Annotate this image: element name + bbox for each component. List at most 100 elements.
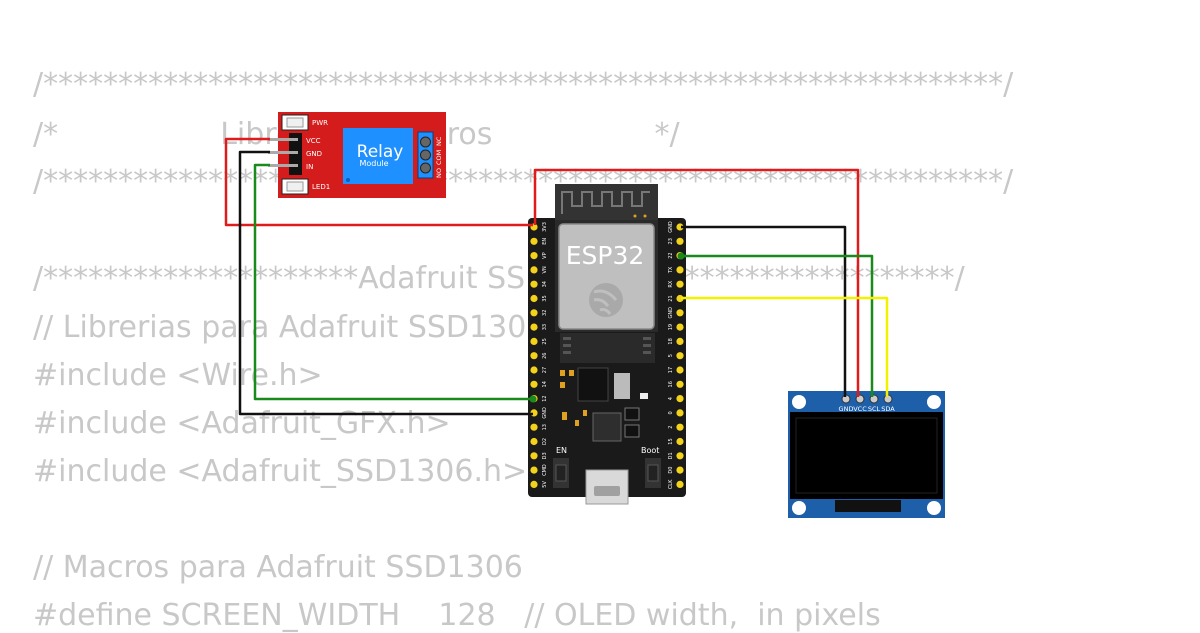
oled-pin-label-sda: SDA: [881, 405, 895, 413]
esp32-pin[interactable]: [676, 266, 684, 274]
relay-title: Relay: [357, 142, 404, 162]
code-line: #include <Wire.h>: [33, 358, 323, 393]
wire-relay-in[interactable]: [253, 163, 533, 401]
esp32-pin-label: 19: [668, 324, 674, 330]
esp32-pin[interactable]: [676, 423, 684, 431]
mount-hole: [927, 395, 941, 409]
esp32-pin[interactable]: [676, 395, 684, 403]
esp32-pin-label: D1: [668, 452, 674, 459]
esp32-pin[interactable]: [530, 452, 538, 460]
esp32-pin-label: TX: [668, 266, 674, 274]
mount-hole: [792, 501, 806, 515]
esp32-pin[interactable]: [676, 280, 684, 288]
esp32-pin-label: EN: [542, 238, 548, 245]
esp32-pin[interactable]: [676, 309, 684, 317]
wire-relay-gnd[interactable]: [238, 150, 533, 416]
wire-oled-vcc[interactable]: [533, 168, 860, 397]
esp32-pin-label: D0: [668, 467, 674, 474]
esp32-pin[interactable]: [676, 323, 684, 331]
esp32-pin[interactable]: [530, 280, 538, 288]
esp32-pin-label: 35: [542, 295, 548, 301]
esp32-pin[interactable]: [530, 252, 538, 260]
esp32-pin[interactable]: [676, 409, 684, 417]
esp32-pin[interactable]: [676, 380, 684, 388]
code-line: #define SCREEN_WIDTH 128 // OLED width, …: [33, 598, 881, 633]
esp32-pin[interactable]: [676, 366, 684, 374]
esp32-pin-label: 13: [542, 424, 548, 430]
esp32-pin[interactable]: [530, 366, 538, 374]
esp32-pin-label: VP: [542, 252, 548, 258]
esp32-pin-label: GND: [668, 307, 674, 319]
esp32-pin[interactable]: [530, 352, 538, 360]
esp32-pin[interactable]: [530, 294, 538, 303]
esp32-pin-label: 15: [668, 438, 674, 444]
esp32-pin-label: 22: [668, 252, 674, 258]
esp32-pin[interactable]: [676, 466, 684, 474]
esp32-pin-label: 2: [668, 426, 674, 429]
esp32-pin[interactable]: [676, 337, 684, 345]
esp32-pin-label: 5: [668, 354, 674, 357]
wire-oled-sda[interactable]: [681, 296, 889, 397]
relay-pin-label-in: IN: [306, 163, 313, 171]
esp32-pin-label: 34: [542, 281, 548, 287]
esp32-pin[interactable]: [676, 223, 684, 231]
oled-pin-label-vcc: VCC: [853, 405, 867, 413]
relay-pin-label-gnd: GND: [306, 150, 322, 158]
code-line: /***************************************…: [33, 67, 1014, 102]
esp32-pin-label: GND: [668, 221, 674, 233]
esp32-pin[interactable]: [676, 294, 684, 303]
terminal-label-nc: NC: [435, 136, 443, 146]
esp32-label: ESP32: [566, 241, 645, 270]
esp32-pin-label: D2: [542, 438, 548, 445]
esp32-pin[interactable]: [530, 480, 538, 488]
esp32-pin-label: 0: [668, 411, 674, 414]
esp32-pin-label: GND: [542, 407, 548, 419]
esp32-pin-label: 16: [668, 381, 674, 387]
code-line: #include <Adafruit_SSD1306.h>: [33, 454, 528, 489]
en-button-label: EN: [556, 446, 567, 455]
boot-button-label: Boot: [641, 446, 659, 455]
esp32-pin[interactable]: [530, 423, 538, 431]
esp32-pin[interactable]: [676, 480, 684, 488]
relay-block: [343, 128, 413, 184]
esp32-pin-label: 21: [668, 295, 674, 301]
esp32-pin-label: 23: [668, 238, 674, 244]
esp32-pin-label: 4: [668, 397, 674, 400]
mount-hole: [927, 501, 941, 515]
esp32-pin-label: 25: [542, 338, 548, 344]
wires: [224, 137, 889, 416]
relay-module[interactable]: PWR LED1 VCC GND IN Relay Module NO COM …: [268, 112, 446, 198]
oled-pin-label-gnd: GND: [839, 405, 854, 413]
voltage-regulator: [577, 367, 609, 402]
esp32-shield: [558, 223, 655, 330]
wire-oled-gnd[interactable]: [681, 225, 847, 397]
oled-pin-label-scl: SCL: [868, 405, 881, 413]
esp32-pin-label: 3V3: [542, 222, 548, 232]
esp32-pin[interactable]: [530, 466, 538, 474]
mount-hole: [792, 395, 806, 409]
code-line: // Macros para Adafruit SSD1306: [33, 550, 523, 585]
oled-display[interactable]: GND VCC SCL SDA: [788, 391, 945, 518]
esp32-left-pin-row: 3V3ENVPVN343532332526271412GND13D2D3CMD5…: [530, 222, 548, 488]
esp32-pin[interactable]: [530, 337, 538, 345]
esp32-pin-label: 14: [542, 381, 548, 387]
code-line: #include <Adafruit_GFX.h>: [33, 406, 451, 441]
esp32-pin[interactable]: [530, 237, 538, 245]
esp32-board[interactable]: ESP32 EN Boot 3V3: [528, 184, 686, 505]
esp32-pin-label: 27: [542, 367, 548, 373]
esp32-pin[interactable]: [676, 452, 684, 460]
esp32-pin[interactable]: [530, 266, 538, 274]
esp32-pin[interactable]: [676, 237, 684, 245]
esp32-pin-label: VN: [542, 266, 548, 273]
esp32-pin[interactable]: [676, 437, 684, 446]
esp32-pin[interactable]: [676, 352, 684, 360]
esp32-pin[interactable]: [530, 309, 538, 317]
oled-screen: [790, 412, 943, 499]
esp32-pin[interactable]: [530, 323, 538, 331]
wire-relay-vcc[interactable]: [224, 137, 533, 227]
relay-subtitle: Module: [359, 159, 388, 168]
esp32-pin[interactable]: [530, 437, 538, 446]
wire-oled-scl[interactable]: [681, 254, 874, 397]
esp32-pin[interactable]: [530, 380, 538, 388]
pwr-led-label: PWR: [312, 119, 328, 127]
